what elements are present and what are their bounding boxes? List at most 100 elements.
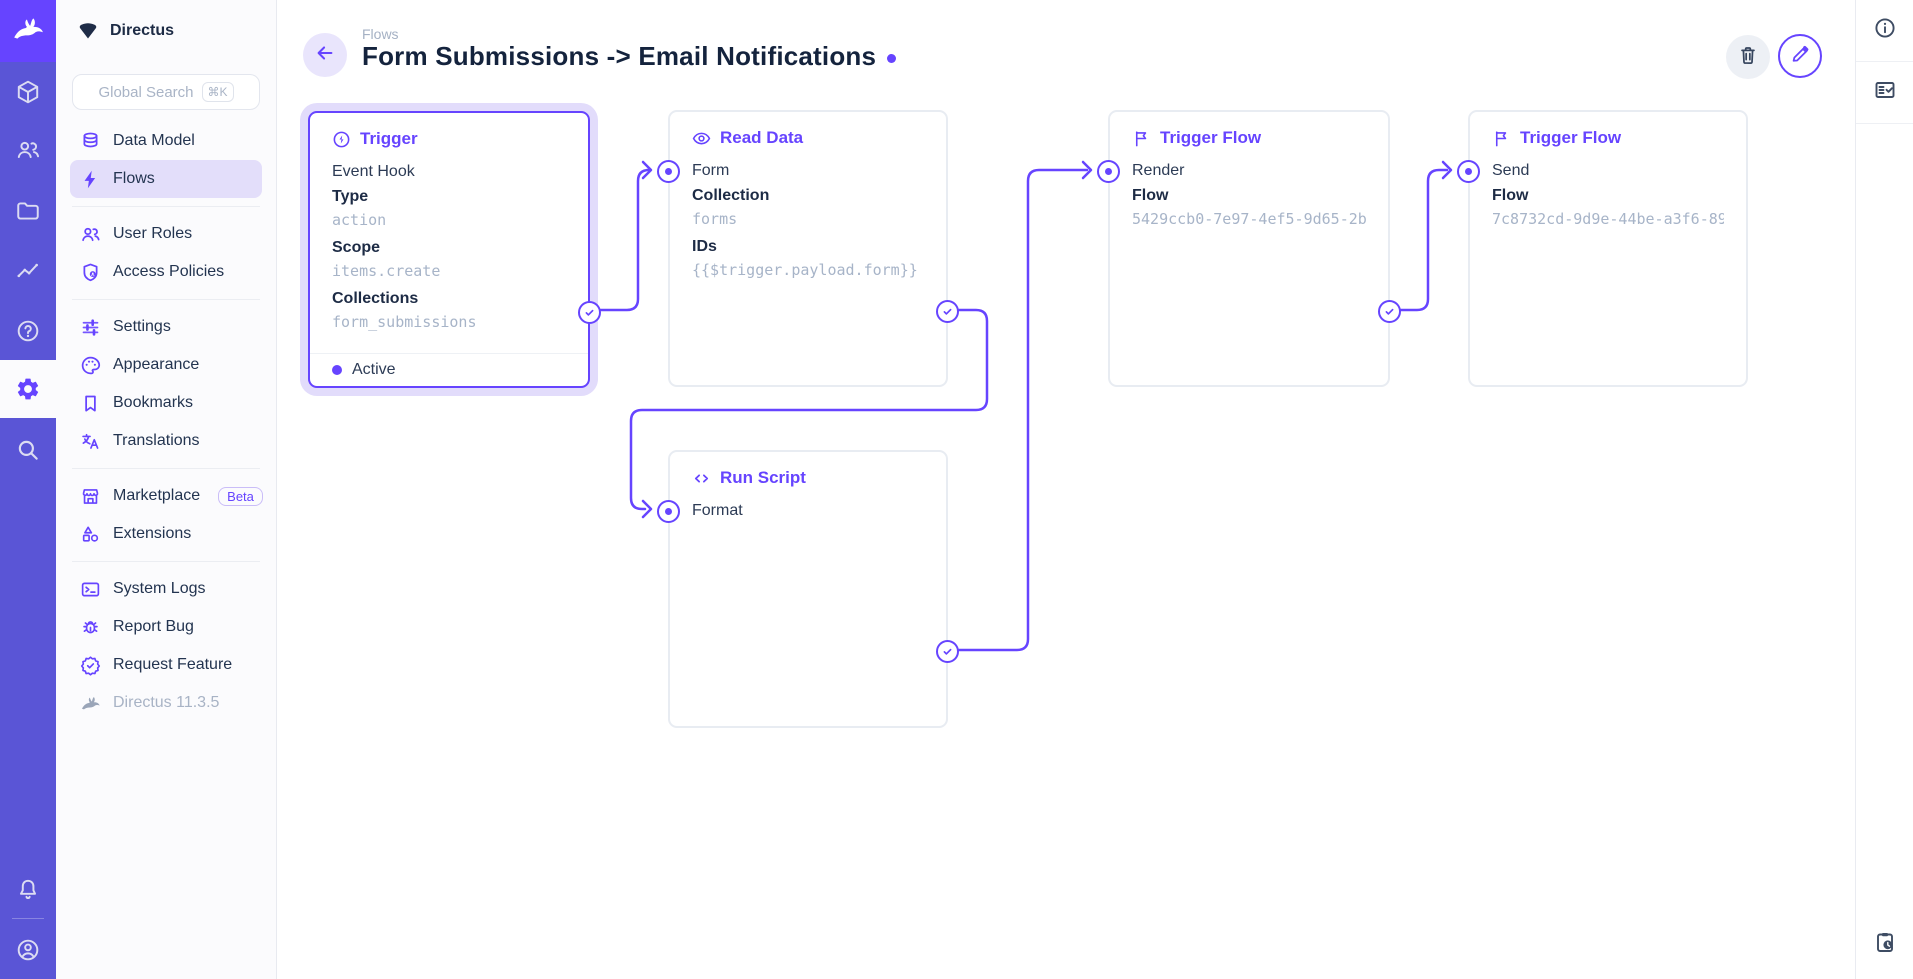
rabbit-logo-icon (11, 16, 45, 47)
sidebar-item-label: Report Bug (113, 618, 194, 635)
sliders-icon (80, 317, 101, 338)
info-panel-toggle[interactable] (1856, 0, 1913, 62)
sidebar-item-marketplace[interactable]: Marketplace Beta (70, 477, 263, 515)
page-title: Form Submissions -> Email Notifications (362, 41, 877, 71)
code-icon (692, 469, 711, 488)
field-value: forms (692, 210, 738, 228)
node-name: Event Hook (332, 163, 415, 180)
sidebar-item-report-bug[interactable]: Report Bug (70, 608, 262, 646)
nav-divider (72, 561, 260, 562)
input-connector[interactable] (657, 160, 680, 183)
nav-divider (72, 299, 260, 300)
field-value: items.create (332, 262, 441, 280)
rail-divider (12, 918, 44, 919)
sidebar-item-bookmarks[interactable]: Bookmarks (70, 384, 262, 422)
node-title: Trigger (360, 129, 418, 148)
project-name: Directus (110, 22, 175, 39)
input-connector[interactable] (657, 500, 680, 523)
eye-icon (692, 129, 711, 148)
flow-node-run-script[interactable]: Run Script Format (657, 450, 959, 728)
back-button[interactable] (303, 33, 347, 77)
search-placeholder: Global Search (98, 83, 194, 101)
sidebar-item-user-roles[interactable]: User Roles (70, 215, 262, 253)
pencil-icon (1789, 43, 1811, 70)
node-name: Format (692, 502, 743, 519)
sidebar-item-label: System Logs (113, 580, 206, 597)
sidebar-item-request-feature[interactable]: Request Feature (70, 646, 262, 684)
trash-icon (1737, 44, 1759, 71)
field-value: action (332, 211, 387, 229)
output-connector[interactable] (578, 301, 601, 324)
folder-icon[interactable] (15, 198, 41, 224)
delete-button[interactable] (1726, 35, 1770, 79)
nav-divider (72, 206, 260, 207)
trigger-status: Active (310, 353, 588, 386)
sidebar-item-access-policies[interactable]: Access Policies (70, 253, 262, 291)
flow-node-read-data[interactable]: Read Data Form Collection forms IDs {{$t… (657, 110, 959, 387)
fact-check-icon (1873, 78, 1897, 107)
node-header: Run Script (692, 466, 924, 490)
sidebar-item-label: Extensions (113, 525, 192, 542)
input-connector[interactable] (1097, 160, 1120, 183)
sidebar-item-data-model[interactable]: Data Model (70, 122, 262, 160)
flow-node-trigger-flow-send[interactable]: Trigger Flow Send Flow 7c8732cd-9d9e-44b… (1457, 110, 1748, 387)
input-connector[interactable] (1457, 160, 1480, 183)
project-header[interactable]: Directus (70, 0, 262, 62)
module-bar (0, 0, 56, 979)
node-name: Send (1492, 162, 1530, 179)
user-roles-icon (80, 224, 101, 245)
field-label: IDs (692, 238, 717, 255)
palette-icon (80, 355, 101, 376)
sidebar-item-label: Flows (113, 170, 155, 187)
node-header: Trigger Flow (1132, 126, 1366, 150)
terminal-icon (80, 579, 101, 600)
node-title: Run Script (720, 468, 806, 487)
pending-revisions-button[interactable] (1856, 909, 1913, 979)
nav-sidebar: Directus Global Search ⌘K Data Model Flo… (56, 0, 277, 979)
sidebar-item-system-logs[interactable]: System Logs (70, 570, 262, 608)
account-icon[interactable] (15, 937, 41, 963)
help-icon[interactable] (15, 318, 41, 344)
search-icon[interactable] (15, 437, 41, 463)
field-label: Flow (1132, 187, 1169, 204)
field-value: 7c8732cd-9d9e-44be-a3f6-89… (1492, 210, 1724, 228)
bug-icon (80, 617, 101, 638)
nav-divider (72, 468, 260, 469)
field-label: Collections (332, 290, 419, 307)
output-connector[interactable] (1378, 300, 1401, 323)
sidebar-item-label: Data Model (113, 132, 195, 149)
shapes-icon (80, 524, 101, 545)
breadcrumb[interactable]: Flows (362, 26, 399, 42)
output-connector[interactable] (936, 640, 959, 663)
active-dot (332, 365, 342, 375)
module-active-settings[interactable] (0, 360, 56, 418)
sidebar-item-appearance[interactable]: Appearance (70, 346, 262, 384)
node-header: Trigger (332, 127, 566, 151)
output-connector[interactable] (936, 300, 959, 323)
logs-panel-toggle[interactable] (1856, 62, 1913, 124)
cube-icon[interactable] (15, 79, 41, 105)
insights-icon[interactable] (15, 258, 41, 284)
sidebar-item-settings[interactable]: Settings (70, 308, 262, 346)
version-label: Directus 11.3.5 (113, 694, 220, 711)
sidebar-item-translations[interactable]: Translations (70, 422, 262, 460)
trigger-panel-halo: Trigger Event Hook Type action Scope ite… (300, 103, 601, 396)
global-search-input[interactable]: Global Search ⌘K (72, 74, 260, 110)
sidebar-item-label: Settings (113, 318, 171, 335)
field-value: {{$trigger.payload.form}} (692, 261, 918, 279)
field-value: form_submissions (332, 313, 477, 331)
logo-block[interactable] (0, 0, 56, 62)
sidebar-item-extensions[interactable]: Extensions (70, 515, 262, 553)
node-title: Trigger Flow (1160, 128, 1262, 147)
edit-button[interactable] (1778, 34, 1822, 78)
flow-node-trigger[interactable]: Trigger Event Hook Type action Scope ite… (308, 111, 601, 388)
seal-check-icon (80, 655, 101, 676)
main-area: Flows Form Submissions -> Email Notifica… (277, 0, 1855, 979)
clipboard-clock-icon (1873, 930, 1897, 959)
bell-icon[interactable] (15, 877, 41, 903)
flow-node-trigger-flow-render[interactable]: Trigger Flow Render Flow 5429ccb0-7e97-4… (1097, 110, 1401, 387)
field-value: 5429ccb0-7e97-4ef5-9d65-2b… (1132, 210, 1366, 228)
sidebar-item-flows[interactable]: Flows (70, 160, 262, 198)
users-icon[interactable] (15, 137, 41, 163)
